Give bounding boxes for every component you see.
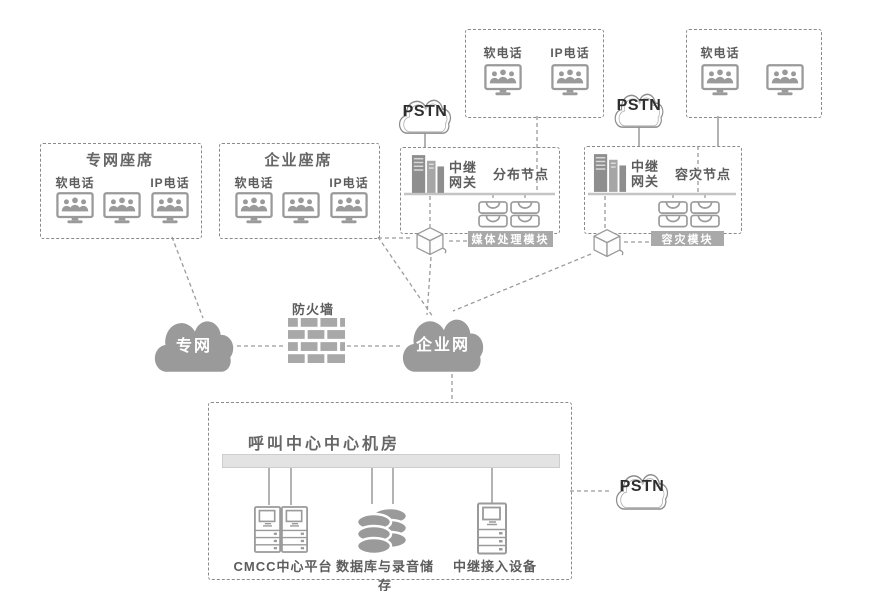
agents-monitor-icon <box>151 192 189 225</box>
dist-gateway-label: 中继 网关 <box>449 160 479 190</box>
enterprise-agents-box <box>219 143 380 239</box>
gateway-label-line2: 网关 <box>449 175 478 190</box>
dr-node-title: 容灾节点 <box>675 167 732 182</box>
media-gateway-icon <box>510 201 540 228</box>
media-gateway-icon <box>690 201 720 228</box>
carton-box-icon <box>416 227 447 256</box>
dist-phones-box <box>465 29 604 118</box>
solid-wires <box>268 116 719 505</box>
dr-module-badge: 容灾模块 <box>651 231 724 246</box>
enterprise-softphone-label: 软电话 <box>234 176 274 190</box>
trunk-gateway-server-icon <box>593 154 627 192</box>
dist-ipphone-label: IP电话 <box>550 46 590 60</box>
gateway-label-line1: 中继 <box>449 160 478 175</box>
pstn-cloud-dr: PSTN <box>610 85 668 130</box>
media-gateway-icon <box>658 201 688 228</box>
dr-gateway-label: 中继 网关 <box>631 159 661 189</box>
pstn-label: PSTN <box>616 97 662 114</box>
gateway-label-line2: 网关 <box>631 174 660 189</box>
agents-monitor-icon <box>235 192 273 225</box>
tower-server-icon <box>477 502 507 555</box>
tower-server-icon <box>254 506 281 553</box>
datacenter-title: 呼叫中心中心机房 <box>248 436 401 453</box>
agents-monitor-icon <box>766 64 804 97</box>
pstn-cloud-datacenter: PSTN <box>611 465 673 512</box>
private-network-label: 专网 <box>175 338 212 355</box>
carton-box-icon <box>593 229 624 258</box>
agents-monitor-icon <box>551 64 589 97</box>
gateway-label-line1: 中继 <box>631 159 660 174</box>
enterprise-ipphone-label: IP电话 <box>329 176 369 190</box>
agents-monitor-icon <box>103 192 141 225</box>
agents-monitor-icon <box>330 192 368 225</box>
pstn-label: PSTN <box>619 478 665 495</box>
enterprise-agents-title: 企业座席 <box>264 152 333 169</box>
database-storage-label: 数据库与录音储存 <box>335 559 434 591</box>
database-icon <box>355 506 409 556</box>
datacenter-box <box>208 402 572 580</box>
cmcc-platform-label: CMCC中心平台 <box>233 559 333 574</box>
private-ipphone-label: IP电话 <box>150 176 190 190</box>
pstn-label: PSTN <box>402 103 448 120</box>
pstn-cloud-dist: PSTN <box>394 91 456 136</box>
private-softphone-label: 软电话 <box>55 176 95 190</box>
agents-monitor-icon <box>282 192 320 225</box>
private-network-cloud: 专网 <box>152 316 236 374</box>
agents-monitor-icon <box>56 192 94 225</box>
tower-server-icon <box>281 506 308 553</box>
dr-phones-box <box>686 29 822 118</box>
agents-monitor-icon <box>701 64 739 97</box>
agents-monitor-icon <box>484 64 522 97</box>
dist-softphone-label: 软电话 <box>483 46 523 60</box>
enterprise-network-cloud: 企业网 <box>400 314 486 374</box>
datacenter-bus-bar <box>222 454 560 468</box>
media-module-badge: 媒体处理模块 <box>468 231 553 247</box>
dr-softphone-label: 软电话 <box>700 46 740 60</box>
trunk-access-label: 中继接入设备 <box>452 559 537 574</box>
firewall-brick-icon <box>288 318 345 363</box>
dist-node-title: 分布节点 <box>493 167 550 182</box>
private-agents-title: 专网座席 <box>85 152 154 169</box>
firewall-label: 防火墙 <box>291 302 334 317</box>
media-gateway-icon <box>478 201 508 228</box>
private-agents-box <box>40 143 202 239</box>
trunk-gateway-server-icon <box>411 155 445 193</box>
enterprise-network-label: 企业网 <box>415 337 470 354</box>
